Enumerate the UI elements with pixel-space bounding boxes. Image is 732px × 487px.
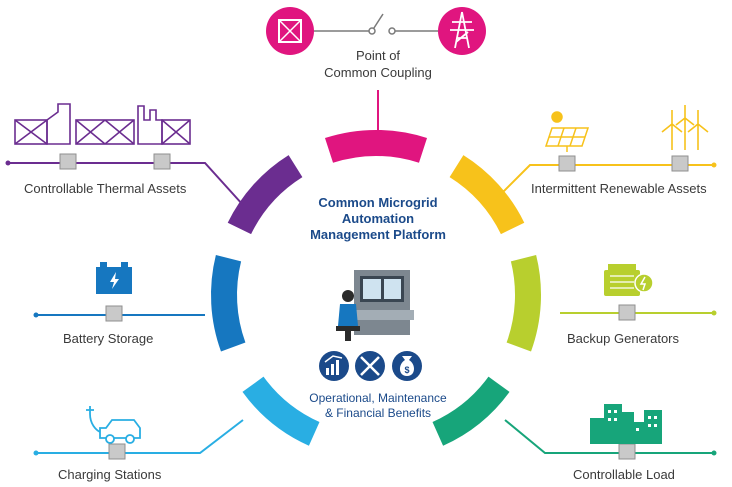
meter-icon xyxy=(558,155,576,172)
chart-growth-icon xyxy=(319,351,349,381)
charging-stations-label: Charging Stations xyxy=(58,467,162,482)
controllable-load-label: Controllable Load xyxy=(573,467,675,482)
benefits-label-line1: Operational, Maintenance xyxy=(309,391,447,405)
pcc-group xyxy=(266,7,486,140)
money-bag-icon: $ xyxy=(392,351,422,381)
platform-title-line3: Management Platform xyxy=(310,227,446,242)
operator-workstation-icon xyxy=(336,270,414,341)
pcc-label: Point of Common Coupling xyxy=(318,47,438,81)
renewable-assets-label: Intermittent Renewable Assets xyxy=(531,181,707,196)
arc-pcc xyxy=(324,129,428,163)
meter-icon xyxy=(59,153,77,170)
backup-generators-label: Backup Generators xyxy=(567,331,680,346)
pcc-label-line2: Common Coupling xyxy=(324,65,432,80)
meter-icon xyxy=(153,153,171,170)
solar-panel-icon xyxy=(544,111,590,152)
pcc-label-line1: Point of xyxy=(355,48,401,63)
arc-renewable xyxy=(449,155,525,235)
load-line xyxy=(504,419,717,456)
tools-icon xyxy=(355,351,385,381)
svg-text:$: $ xyxy=(404,365,409,375)
meter-icon xyxy=(618,304,636,321)
benefits-label: Operational, Maintenance & Financial Ben… xyxy=(294,391,462,421)
battery-icon xyxy=(96,262,132,294)
arc-load xyxy=(432,376,510,446)
thermal-assets-label: Controllable Thermal Assets xyxy=(24,181,187,196)
platform-title: Common Microgrid Automation Management P… xyxy=(300,195,456,243)
buildings-icon xyxy=(590,404,662,444)
meter-icon xyxy=(105,305,123,322)
wind-turbine-icon xyxy=(661,105,709,150)
ev-car-icon xyxy=(86,406,141,444)
arc-backup xyxy=(506,255,541,352)
arc-battery xyxy=(211,255,246,352)
arc-thermal xyxy=(227,155,303,235)
transmission-tower-icon xyxy=(438,7,486,55)
meter-icon xyxy=(671,155,689,172)
arc-charging xyxy=(242,376,320,446)
benefits-label-line2: & Financial Benefits xyxy=(324,406,432,420)
meter-icon xyxy=(618,443,636,460)
platform-title-line1: Common Microgrid xyxy=(318,195,438,210)
thermal-plant-icon xyxy=(14,103,191,145)
generator-icon xyxy=(604,264,654,296)
meter-icon xyxy=(108,443,126,460)
backup-line xyxy=(560,310,717,316)
platform-title-line2: Automation xyxy=(341,211,415,226)
charging-line xyxy=(33,419,244,456)
transformer-icon xyxy=(266,7,314,55)
renewable-line xyxy=(494,162,717,201)
battery-storage-label: Battery Storage xyxy=(63,331,154,346)
